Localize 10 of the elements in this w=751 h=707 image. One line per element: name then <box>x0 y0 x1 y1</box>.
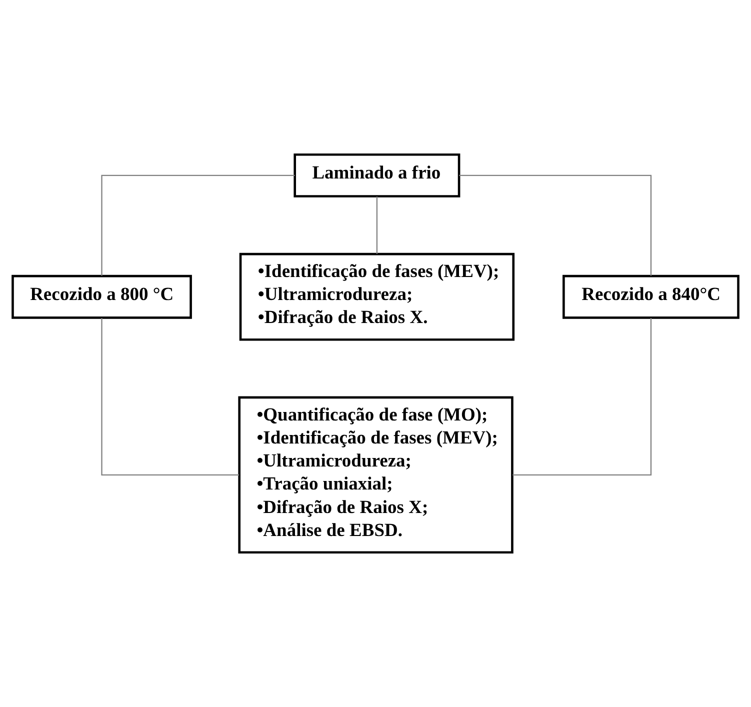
node-box: Recozido a 840°C <box>562 274 740 319</box>
connector <box>459 174 652 276</box>
connector <box>512 318 652 476</box>
connector <box>101 174 295 276</box>
node-box: Recozido a 800 °C <box>12 274 192 319</box>
connector <box>376 196 378 254</box>
connector <box>101 318 240 476</box>
node-box: Laminado a frio <box>294 153 460 198</box>
node-box: •Quantificação de fase (MO); •Identificação de fases (MEV); •Ultramicrodureza; •Tração uniaxial; •Difração de Raios X; •Análise de EBSD. <box>238 396 514 554</box>
node-box: •Identificação de fases (MEV); •Ultramicrodureza; •Difração de Raios X. <box>239 252 515 341</box>
